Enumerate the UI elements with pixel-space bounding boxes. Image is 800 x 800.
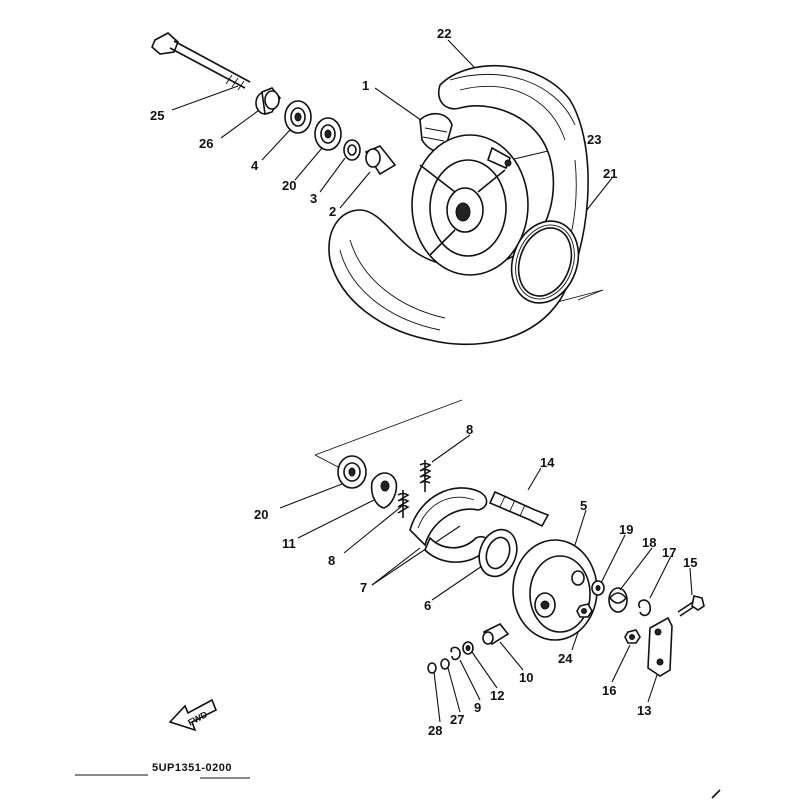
callout-14: 14 bbox=[540, 455, 555, 470]
cam-11 bbox=[370, 472, 398, 509]
callout-28: 28 bbox=[428, 723, 442, 738]
collar bbox=[255, 87, 281, 116]
washer-12 bbox=[462, 641, 474, 655]
bolt-15 bbox=[677, 595, 705, 617]
callout-13: 13 bbox=[637, 703, 651, 718]
wheel-hub bbox=[411, 134, 529, 276]
callout-19: 19 bbox=[619, 522, 633, 537]
nut-16 bbox=[624, 629, 641, 644]
spring-8-upper bbox=[419, 460, 432, 492]
callout-20-lower: 20 bbox=[254, 507, 268, 522]
callout-10: 10 bbox=[519, 670, 533, 685]
oil-seal-3 bbox=[343, 139, 361, 161]
callout-4: 4 bbox=[251, 158, 259, 173]
ring-9 bbox=[450, 646, 461, 661]
callout-26: 26 bbox=[199, 136, 213, 151]
bearing-4 bbox=[284, 100, 312, 134]
callout-7: 7 bbox=[360, 580, 367, 595]
washer-19 bbox=[591, 580, 605, 596]
callout-17: 17 bbox=[662, 545, 676, 560]
callout-11: 11 bbox=[282, 536, 296, 551]
callouts: 22 1 25 26 4 20 3 2 23 21 8 14 20 11 8 5… bbox=[150, 26, 697, 738]
leader-lines bbox=[171, 39, 693, 723]
bearing-20-upper bbox=[314, 117, 342, 151]
clip-17 bbox=[638, 599, 652, 617]
brake-arm-13 bbox=[647, 616, 673, 677]
diagram-code: 5UP1351-0200 bbox=[152, 762, 232, 774]
callout-18: 18 bbox=[642, 535, 656, 550]
callout-12: 12 bbox=[490, 688, 504, 703]
callout-16: 16 bbox=[602, 683, 616, 698]
pin-10 bbox=[482, 622, 510, 646]
callout-8-lower: 8 bbox=[328, 553, 335, 568]
spacer-2 bbox=[364, 145, 397, 176]
callout-25: 25 bbox=[150, 108, 164, 123]
seal-6 bbox=[478, 528, 518, 578]
callout-24: 24 bbox=[558, 651, 573, 666]
callout-23: 23 bbox=[587, 132, 601, 147]
callout-3: 3 bbox=[310, 191, 317, 206]
spring-18 bbox=[608, 587, 628, 613]
spring-8-lower bbox=[397, 490, 410, 518]
callout-9: 9 bbox=[474, 700, 481, 715]
callout-8-upper: 8 bbox=[466, 422, 473, 437]
camshaft-14 bbox=[488, 490, 550, 528]
brake-plate-5 bbox=[512, 539, 598, 641]
callout-15: 15 bbox=[683, 555, 697, 570]
fwd-arrow-icon: FWD bbox=[168, 698, 218, 732]
valve-23 bbox=[487, 146, 512, 170]
clip-27 bbox=[440, 658, 450, 670]
bearing-20-lower bbox=[337, 455, 367, 489]
callout-27: 27 bbox=[450, 712, 464, 727]
ring-21 bbox=[510, 220, 580, 304]
callout-1: 1 bbox=[362, 78, 369, 93]
nut-24 bbox=[576, 603, 593, 618]
callout-6: 6 bbox=[424, 598, 431, 613]
callout-22: 22 bbox=[437, 26, 451, 41]
brake-shoes-7 bbox=[409, 487, 490, 563]
callout-21: 21 bbox=[603, 166, 617, 181]
callout-2: 2 bbox=[329, 204, 336, 219]
callout-5: 5 bbox=[580, 498, 587, 513]
clip-28 bbox=[427, 662, 437, 674]
callout-20-upper: 20 bbox=[282, 178, 296, 193]
axle-bolt bbox=[151, 32, 251, 91]
